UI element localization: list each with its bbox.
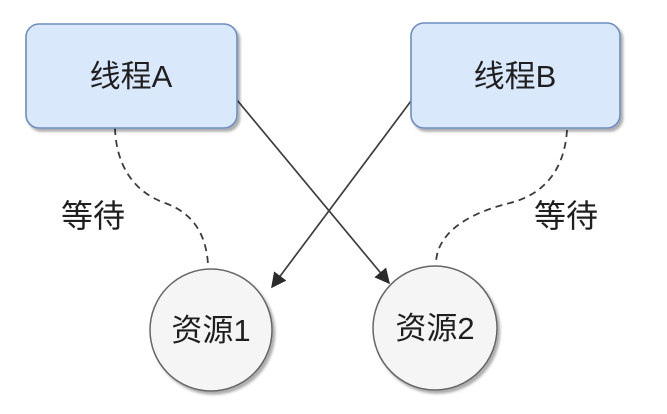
resource-1-node: 资源1 [149, 268, 273, 392]
thread-a-box [25, 23, 238, 129]
resource-2-node: 资源2 [372, 265, 498, 391]
wait-label-left: 等待 [61, 198, 125, 234]
edge-thread-a-waits-resource-1 [114, 127, 209, 265]
resource-1-label: 资源1 [171, 313, 250, 348]
resource-2-label: 资源2 [395, 311, 474, 346]
resource-1-circle [149, 268, 273, 392]
thread-b-label: 线程B [474, 59, 557, 94]
edge-thread-b-waits-resource-2 [435, 129, 568, 263]
wait-label-right: 等待 [534, 198, 598, 234]
thread-a-label: 线程A [90, 59, 173, 94]
edge-thread-a-holds-resource-2 [236, 99, 390, 285]
thread-b-box [410, 22, 621, 129]
thread-b-node: 线程B [410, 22, 621, 129]
edge-thread-b-holds-resource-1 [271, 100, 412, 289]
resource-2-circle [372, 265, 498, 391]
thread-a-node: 线程A [25, 23, 238, 129]
